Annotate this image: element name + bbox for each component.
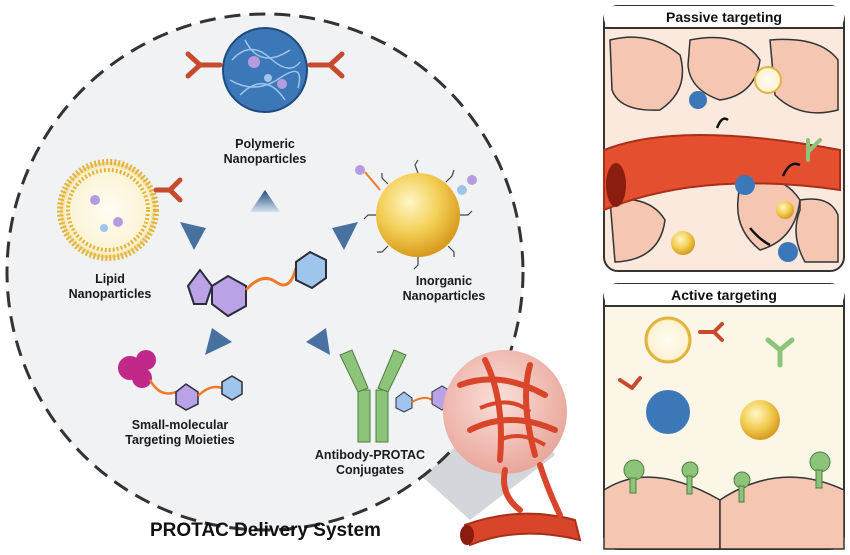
antibody-label-line1: Antibody-PROTAC xyxy=(314,448,426,462)
lipid-label-line2: Nanoparticles xyxy=(68,287,152,301)
lipid-nanoparticle xyxy=(57,159,183,261)
inorganic-label: Inorganic Nanoparticles xyxy=(384,274,504,304)
inorganic-label-line2: Nanoparticles xyxy=(402,289,486,303)
central-circle xyxy=(5,12,525,532)
active-targeting-title: Active targeting xyxy=(671,287,777,303)
lipid-label-line1: Lipid xyxy=(95,272,125,286)
tumor-vessels xyxy=(443,350,582,547)
antibody-conjugate xyxy=(339,349,453,443)
protac-molecule xyxy=(186,250,327,318)
main-title: PROTAC Delivery System xyxy=(150,520,381,541)
small-molecular-label: Small-molecular Targeting Moieties xyxy=(105,418,255,448)
inorganic-label-line1: Inorganic xyxy=(415,274,473,288)
passive-targeting-title: Passive targeting xyxy=(666,9,782,25)
polymeric-nanoparticle xyxy=(185,27,345,113)
polymeric-label: Polymeric Nanoparticles xyxy=(210,137,320,167)
polymeric-label-line1: Polymeric xyxy=(235,137,295,151)
passive-panel xyxy=(603,5,845,272)
small-molecule-moiety xyxy=(118,350,243,411)
active-panel xyxy=(603,283,845,550)
antibody-label: Antibody-PROTAC Conjugates xyxy=(300,448,440,478)
antibody-label-line2: Conjugates xyxy=(335,463,405,477)
direction-arrows xyxy=(180,190,358,355)
polymeric-label-line2: Nanoparticles xyxy=(223,152,307,166)
lipid-label: Lipid Nanoparticles xyxy=(55,272,165,302)
small-molecular-label-line1: Small-molecular xyxy=(131,418,229,432)
inorganic-nanoparticle xyxy=(355,159,477,270)
small-molecular-label-line2: Targeting Moieties xyxy=(125,433,235,447)
